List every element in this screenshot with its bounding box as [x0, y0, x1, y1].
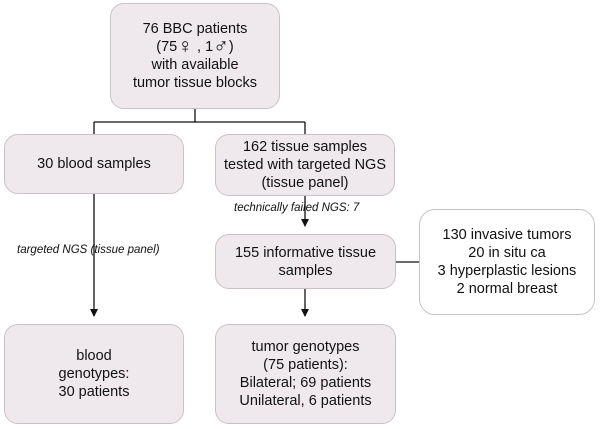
tissue-samples-line: (tissue panel)	[261, 175, 349, 191]
blood-genotypes-line: blood	[76, 348, 112, 364]
informative-line: samples	[278, 262, 333, 279]
box-sample-breakdown: 130 invasive tumors 20 in situ ca 3 hype…	[419, 209, 595, 315]
tissue-samples-line: tested with targeted NGS	[224, 157, 386, 173]
breakdown-line: 20 in situ ca	[468, 245, 546, 261]
tumor-genotypes-line: Bilateral; 69 patients	[239, 375, 372, 391]
bbc-patients-line4: tumor tissue blocks	[132, 75, 258, 91]
breakdown-line: 2 normal breast	[456, 281, 558, 297]
box-tumor-genotypes: tumor genotypes (75 patients): Bilateral…	[215, 324, 396, 424]
bbc-patients-line3: with available	[151, 57, 239, 73]
box-bbc-patients: 76 BBC patients (75♀ , 1♂) with availabl…	[110, 3, 280, 109]
box-blood-samples: 30 blood samples	[4, 134, 184, 194]
sex-breakdown: (75♀ , 1♂)	[156, 35, 234, 58]
box-informative-samples: 155 informative tissue samples	[215, 234, 396, 289]
blood-genotypes-line: 30 patients	[58, 384, 130, 400]
targeted-ngs-label: targeted NGS (tissue panel)	[17, 244, 160, 256]
bbc-patients-title: 76 BBC patients	[142, 21, 248, 37]
breakdown-line: 130 invasive tumors	[442, 227, 572, 243]
failed-ngs-label: technically failed NGS: 7	[234, 202, 360, 214]
blood-samples-label: 30 blood samples	[37, 156, 151, 172]
female-symbol-icon: ♀	[177, 35, 193, 58]
box-blood-genotypes: blood genotypes: 30 patients	[4, 324, 184, 424]
tumor-genotypes-line: tumor genotypes	[251, 339, 360, 355]
male-symbol-icon: ♂	[213, 35, 229, 58]
blood-genotypes-line: genotypes:	[58, 366, 130, 382]
tumor-genotypes-line: (75 patients):	[263, 357, 348, 373]
breakdown-line: 3 hyperplastic lesions	[437, 263, 577, 279]
tumor-genotypes-line: Unilateral, 6 patients	[239, 393, 372, 409]
informative-line: 155 informative tissue	[234, 244, 377, 261]
tissue-samples-line: 162 tissue samples	[242, 139, 368, 155]
box-tissue-samples: 162 tissue samples tested with targeted …	[215, 134, 395, 196]
